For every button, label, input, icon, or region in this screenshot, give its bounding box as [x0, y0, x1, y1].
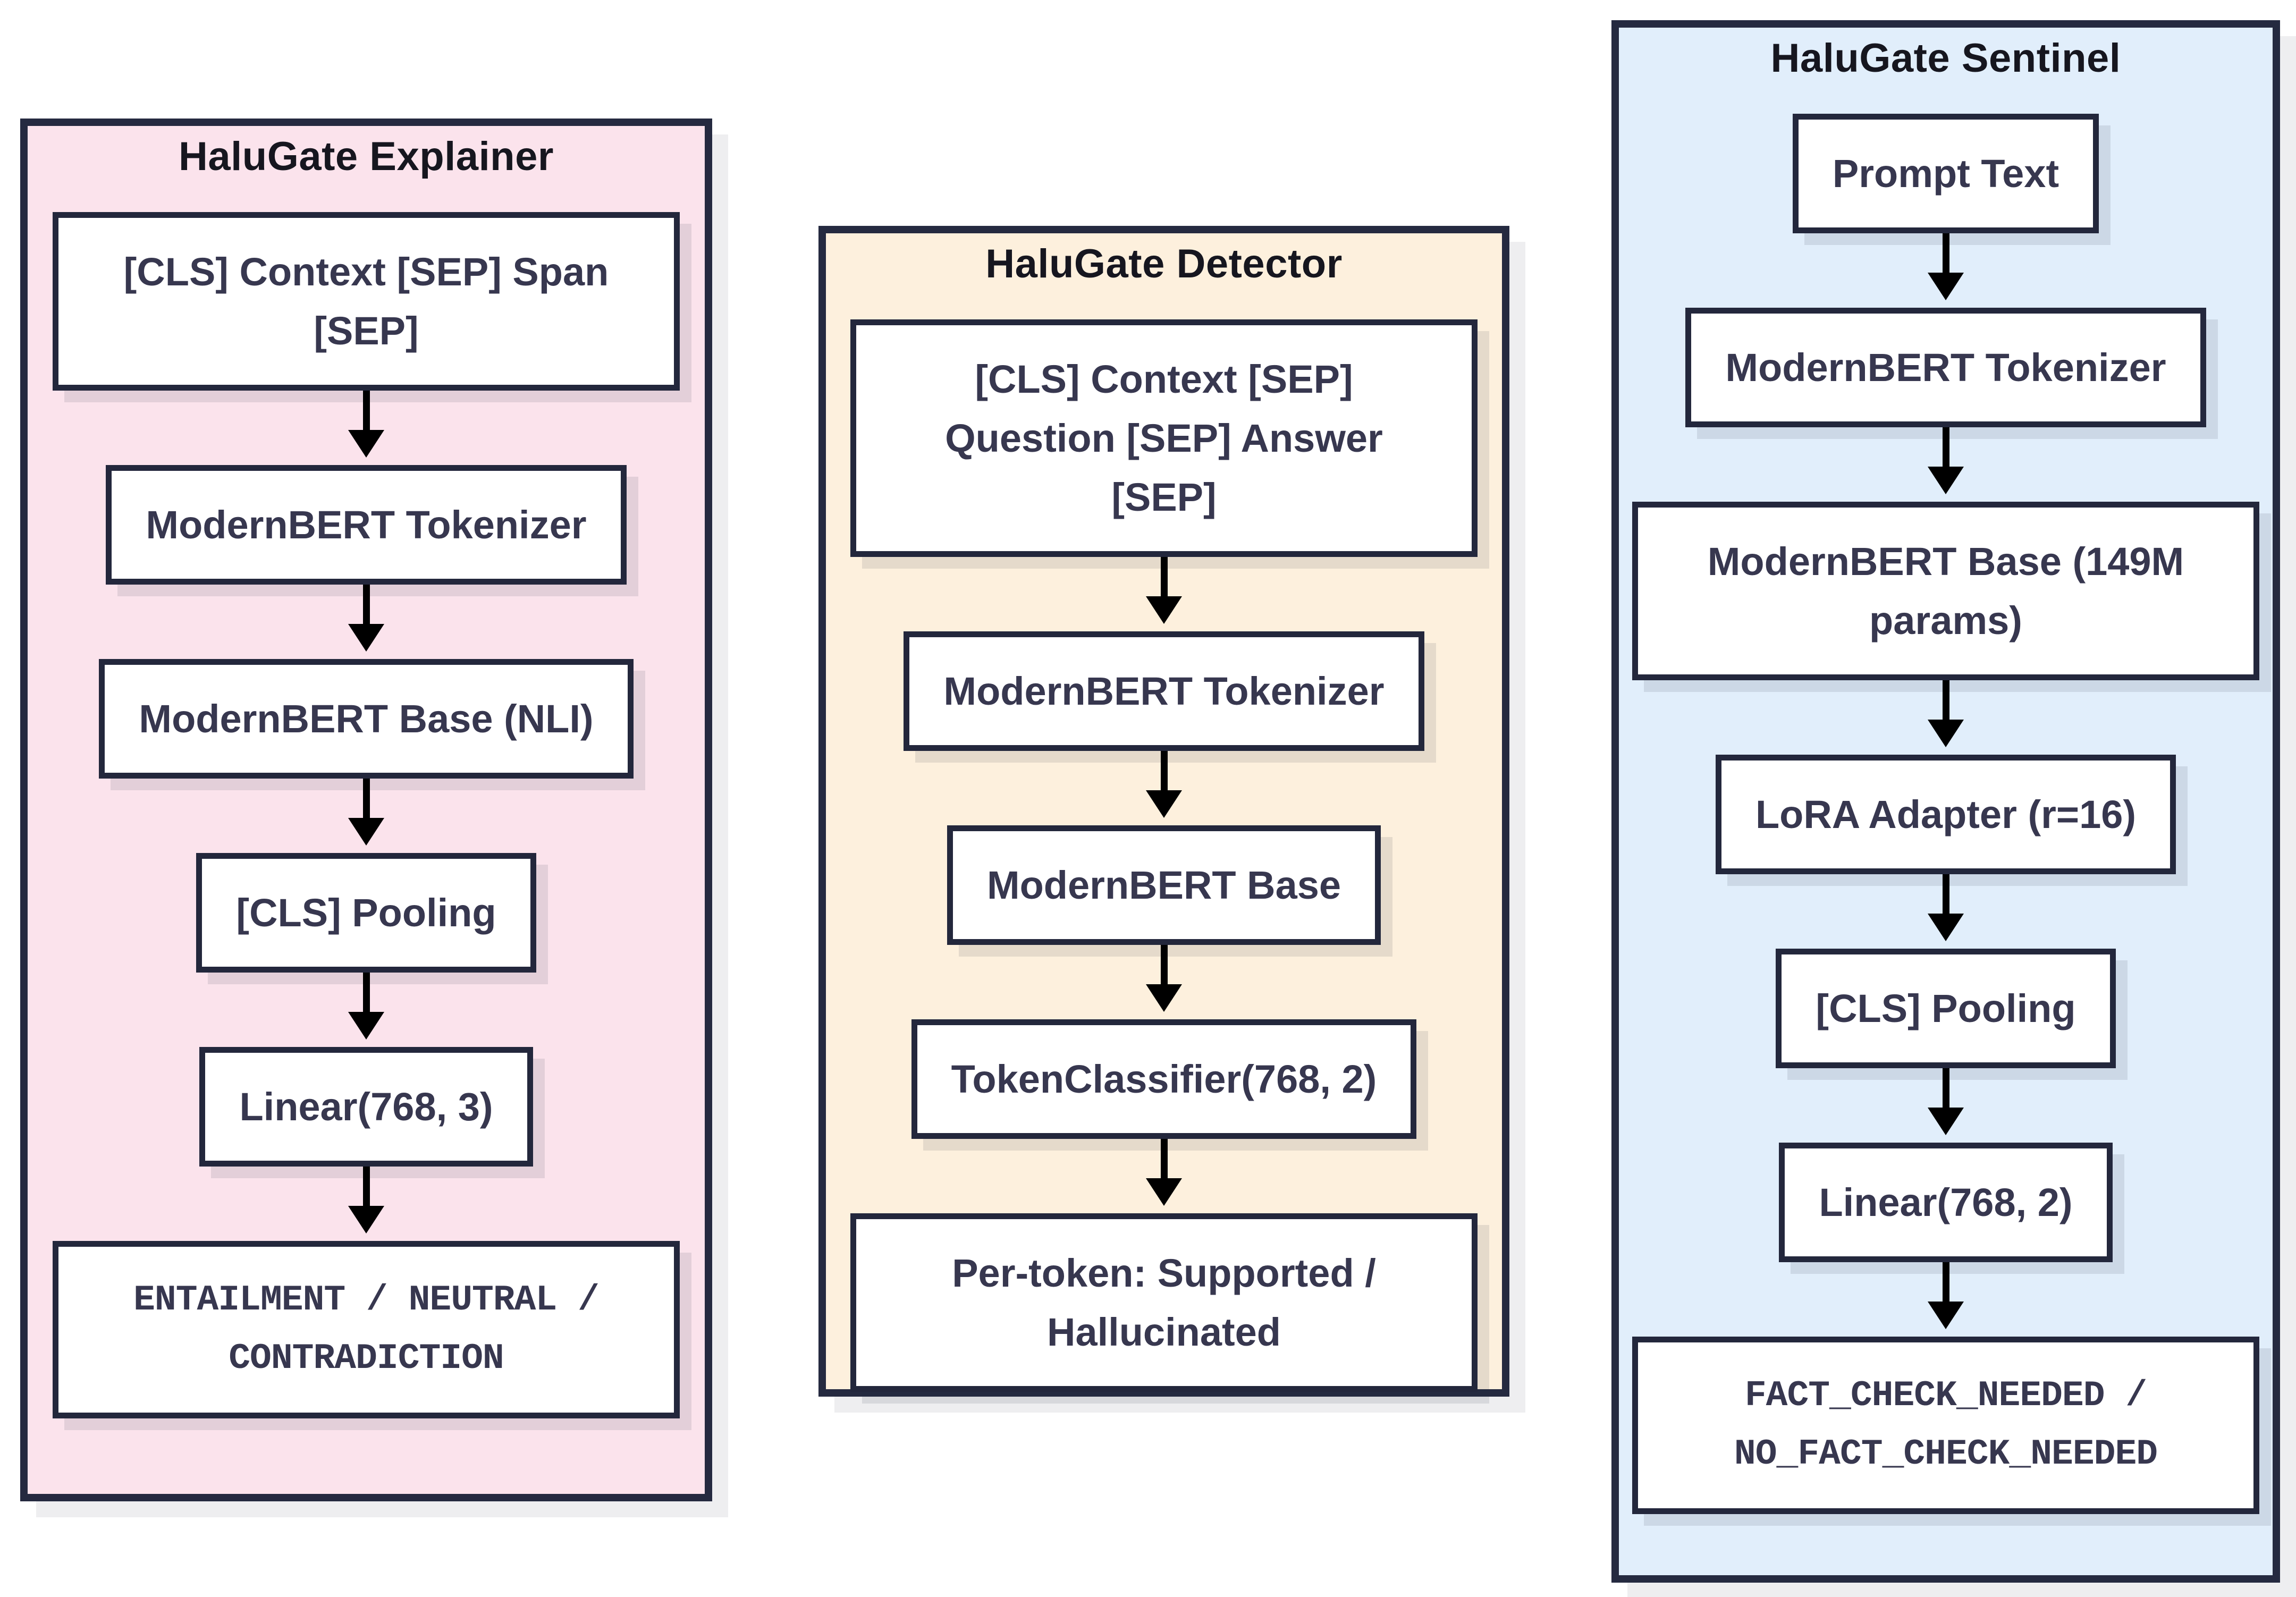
node-cls-pooling: [CLS] Pooling	[1776, 948, 2116, 1068]
arrow-stem	[362, 778, 370, 818]
arrow-down-icon	[348, 390, 384, 465]
arrow-stem	[1160, 944, 1168, 984]
panel-title-explainer: HaluGate Explainer	[179, 134, 554, 179]
panel-title-sentinel: HaluGate Sentinel	[1770, 36, 2121, 81]
arrow-head	[1146, 1178, 1182, 1206]
node-modernbert-base-nli: ModernBERT Base (NLI)	[99, 658, 634, 779]
arrow-down-icon	[1146, 944, 1182, 1019]
arrow-stem	[1160, 1138, 1168, 1178]
arrow-down-icon	[348, 584, 384, 659]
arrow-down-icon	[1928, 874, 1964, 949]
arrow-stem	[1160, 750, 1168, 790]
node-cls-context-sep-question-sep-answer-sep: [CLS] Context [SEP] Question [SEP] Answe…	[850, 319, 1478, 557]
arrow-stem	[362, 972, 370, 1012]
panel-halugate-sentinel: HaluGate Sentinel Prompt Text ModernBERT…	[1611, 20, 2280, 1583]
arrow-down-icon	[348, 778, 384, 853]
node-modernbert-tokenizer: ModernBERT Tokenizer	[1685, 307, 2206, 427]
node-lora-adapter-r16: LoRA Adapter (r=16)	[1715, 754, 2176, 874]
arrow-head	[348, 1011, 384, 1040]
arrow-down-icon	[1928, 680, 1964, 755]
arrow-head	[348, 817, 384, 846]
arrow-head	[1928, 466, 1964, 494]
arrow-down-icon	[1146, 556, 1182, 631]
node-prompt-text: Prompt Text	[1792, 113, 2099, 233]
node-cls-pooling: [CLS] Pooling	[196, 852, 536, 973]
arrow-head	[1928, 913, 1964, 941]
arrow-stem	[1942, 427, 1949, 467]
arrow-down-icon	[1928, 1068, 1964, 1143]
arrow-head	[1928, 719, 1964, 747]
node-modernbert-tokenizer: ModernBERT Tokenizer	[904, 631, 1424, 751]
arrow-stem	[1942, 874, 1949, 914]
arrow-down-icon	[348, 1166, 384, 1241]
node-modernbert-tokenizer: ModernBERT Tokenizer	[106, 464, 627, 585]
arrow-head	[1146, 596, 1182, 624]
panel-halugate-explainer: HaluGate Explainer [CLS] Context [SEP] S…	[20, 119, 712, 1501]
arrow-head	[1146, 984, 1182, 1012]
arrow-head	[1928, 272, 1964, 300]
arrow-stem	[362, 390, 370, 430]
node-fact-check-needed-no-fact-check-needed: FACT_CHECK_NEEDED / NO_FACT_CHECK_NEEDED	[1632, 1336, 2259, 1514]
panel-halugate-detector: HaluGate Detector [CLS] Context [SEP] Qu…	[818, 226, 1509, 1397]
arrow-stem	[362, 1166, 370, 1206]
node-linear-768-3: Linear(768, 3)	[199, 1046, 533, 1167]
arrow-stem	[1942, 233, 1949, 273]
arrow-down-icon	[1928, 233, 1964, 308]
node-linear-768-2: Linear(768, 2)	[1779, 1142, 2113, 1262]
arrow-down-icon	[348, 972, 384, 1047]
node-modernbert-base: ModernBERT Base	[947, 825, 1381, 945]
panel-title-detector: HaluGate Detector	[985, 241, 1343, 286]
node-modernbert-base-149m-params: ModernBERT Base (149M params)	[1632, 501, 2259, 680]
arrow-down-icon	[1928, 427, 1964, 502]
arrow-down-icon	[1928, 1262, 1964, 1337]
arrow-stem	[1942, 1068, 1949, 1108]
arrow-head	[1928, 1301, 1964, 1329]
arrow-head	[1146, 790, 1182, 818]
arrow-head	[348, 623, 384, 652]
arrow-head	[1928, 1107, 1964, 1135]
node-per-token-supported-hallucinated: Per-token: Supported / Hallucinated	[850, 1213, 1478, 1392]
node-tokenclassifier-768-2: TokenClassifier(768, 2)	[911, 1019, 1417, 1139]
arrow-head	[348, 429, 384, 458]
node-cls-context-sep-span-sep: [CLS] Context [SEP] Span [SEP]	[53, 212, 680, 391]
arrow-down-icon	[1146, 1138, 1182, 1213]
arrow-stem	[1160, 556, 1168, 596]
arrow-down-icon	[1146, 750, 1182, 825]
arrow-stem	[1942, 1262, 1949, 1302]
node-entailment-neutral-contradiction: ENTAILMENT / NEUTRAL / CONTRADICTION	[53, 1240, 680, 1418]
arrow-stem	[362, 584, 370, 624]
arrow-stem	[1942, 680, 1949, 720]
arrow-head	[348, 1205, 384, 1233]
